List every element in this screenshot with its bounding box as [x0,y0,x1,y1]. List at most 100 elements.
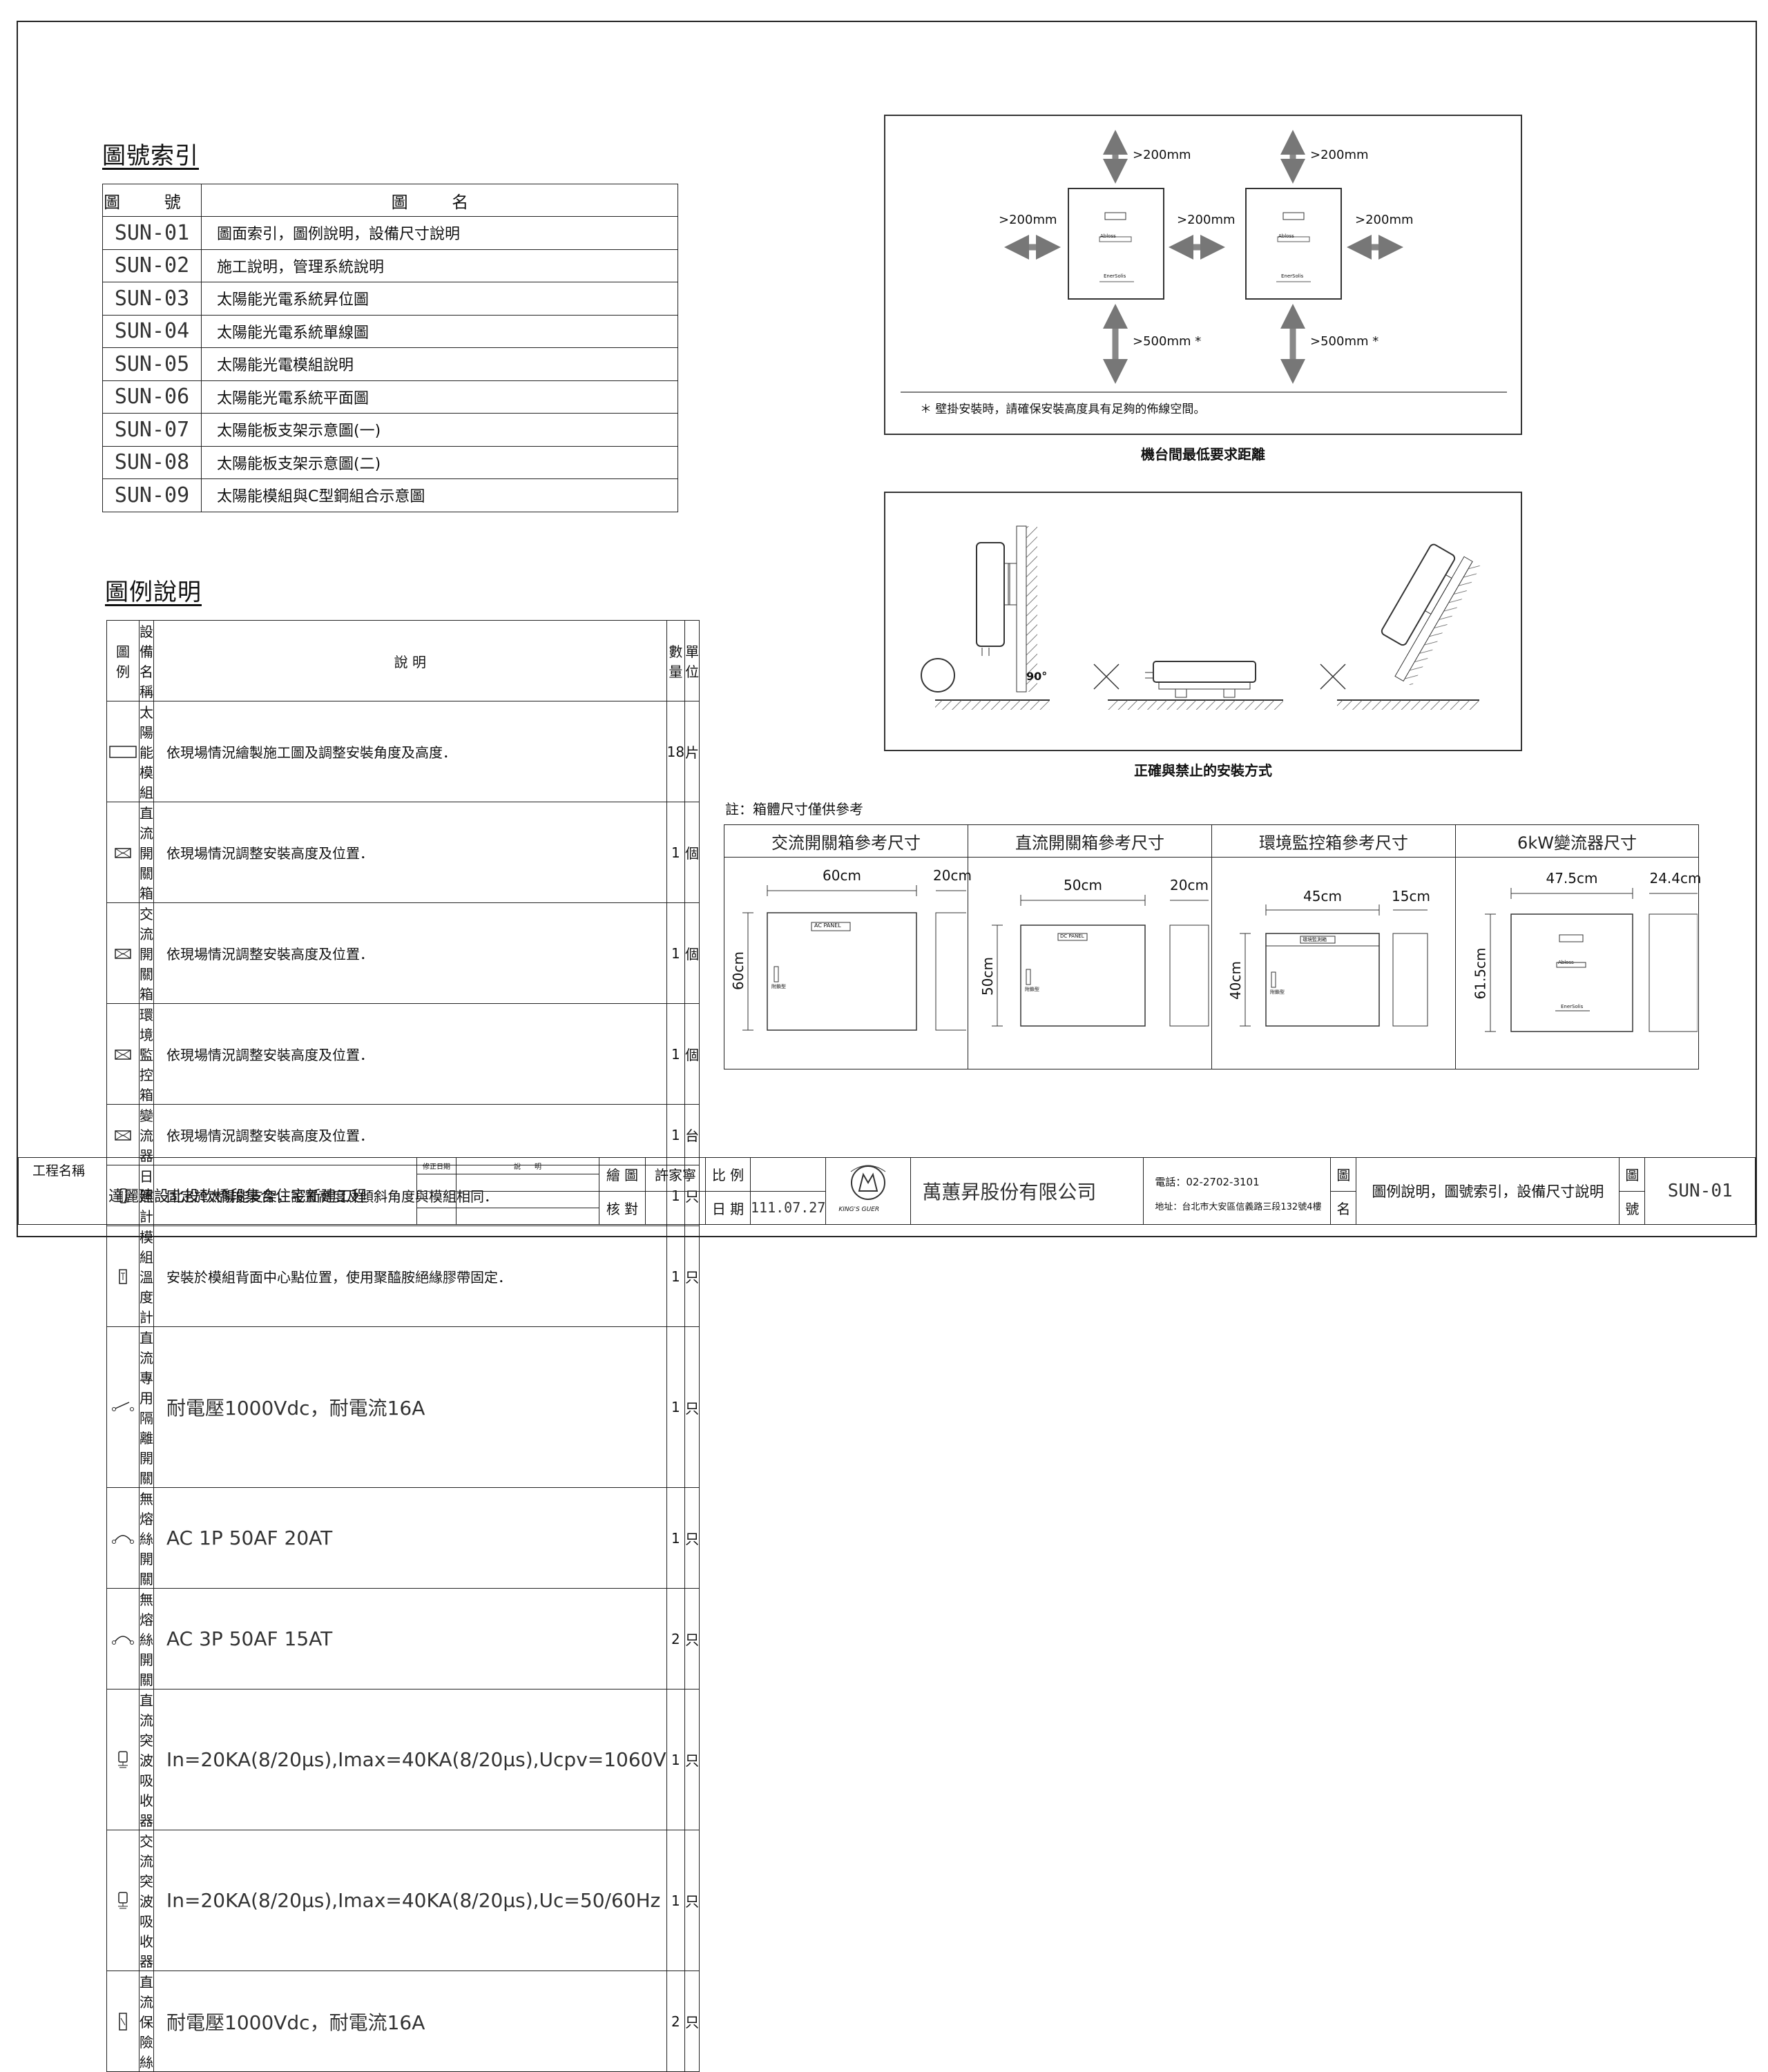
legend-unit: 只 [684,1588,700,1689]
tb-date: 111.07.27 [749,1190,827,1225]
clearance-diagram [901,130,1507,393]
legend-unit: 個 [684,802,700,903]
legend-equipment-name: 環境監控箱 [139,1003,154,1105]
legend-description: AC 3P 50AF 15AT [153,1588,667,1689]
legend-quantity: 1 [666,1104,686,1165]
index-header-name: 圖 名 [201,184,678,217]
box-icon [106,902,140,1004]
install-caption: 正確與禁止的安裝方式 [1134,762,1272,779]
tb-project-label: 工程名稱 [32,1163,86,1179]
dc-box-drawing [992,895,1209,1027]
inv-brand: Abloss [1558,960,1574,965]
inverter-unit-2 [1245,188,1342,300]
env-handle: 附鎖型 [1270,989,1285,995]
legend-quantity: 2 [666,1971,686,2072]
legend-unit: 片 [684,701,700,802]
fuse-icon [106,1971,140,2072]
inv-model: EnerSolis [1561,1004,1584,1009]
legend-header-desc: 說 明 [153,620,667,701]
inverter-drawing [1485,888,1698,1032]
index-name: 太陽能光電系統平面圖 [201,380,678,414]
legend-equipment-name: 直流開關箱 [139,802,154,903]
install-correct [921,525,1050,710]
clearance-caption: 機台間最低要求距離 [1141,446,1265,463]
install-panel: 90° [884,492,1522,751]
legend-equipment-name: 直流突波吸收器 [139,1689,154,1830]
legend-unit: 只 [684,1226,700,1327]
install-prohibited-flat [1093,661,1283,710]
clearance-bottom-label-1: >500mm * [1133,334,1202,349]
legend-description: 依現場情況調整安裝高度及位置． [153,902,667,1004]
dc-depth: 20cm [1170,877,1209,893]
env-depth: 15cm [1392,888,1430,904]
legend-title: 圖例說明 [105,579,202,606]
tb-drawing-name: 圖例說明，圖號索引，設備尺寸說明 [1356,1157,1620,1225]
legend-unit: 個 [684,1003,700,1105]
unit2-model: EnerSolis [1281,273,1304,279]
unit1-model: EnerSolis [1104,273,1126,279]
legend-quantity: 1 [666,1003,686,1105]
index-name: 太陽能板支架示意圖(二) [201,445,678,479]
index-header-code: 圖 號 [102,184,202,217]
dimensions-note: 註：箱體尺寸僅供參考 [725,801,863,817]
index-code: SUN-03 [102,282,202,316]
dim-title-env: 環境監控箱參考尺寸 [1211,824,1456,858]
clearance-side-label-1: >200mm [999,213,1057,227]
breaker-icon [106,1588,140,1689]
tb-project-name: 達麗建設北投軟橋段集合住宅新建工程 [108,1188,367,1206]
tb-date-label: 日 期 [705,1190,751,1225]
legend-header-name: 設備名稱 [139,620,154,701]
legend-description: 依現場情況調整安裝高度及位置． [153,1104,667,1165]
index-name: 太陽能光電模組說明 [201,347,678,381]
legend-header-unit: 單位 [684,620,700,701]
index-name: 太陽能光電系統昇位圖 [201,282,678,316]
tb-contact: 電話：02-2702-3101 地址：台北市大安區信義路三段132號4樓 [1143,1157,1332,1225]
dim-cell-ac: 60cm 20cm 60cm AC PANEL 附鎖型 [724,857,972,1069]
legend-header-symbol: 圖 例 [106,620,140,701]
tb-no-label-2: 號 [1619,1190,1646,1225]
index-code: SUN-08 [102,445,202,479]
legend-description: 依現場情況繪製施工圖及調整安裝角度及高度． [153,701,667,802]
tb-logo-text: KING'S GUER [838,1206,880,1213]
dim-cell-dc: 50cm 20cm 50cm DC PANEL 附鎖型 [968,857,1212,1069]
ac-plate: AC PANEL [814,922,841,929]
rect-icon [106,701,140,802]
legend-description: 耐電壓1000Vdc，耐電流16A [153,1971,667,2072]
breaker-icon [106,1487,140,1589]
title-block: 工程名稱 達麗建設北投軟橋段集合住宅新建工程 修正日期 說 明 繪 圖 許家寧 … [18,1156,1756,1226]
env-plate: 環境監測箱 [1303,937,1327,942]
legend-description: In=20KA(8/20μs),Imax=40KA(8/20μs),Ucpv=1… [153,1689,667,1830]
box-icon [106,1104,140,1165]
dc-height: 50cm [979,957,996,996]
inv-depth: 24.4cm [1649,870,1702,887]
legend-quantity: 1 [666,902,686,1004]
dim-title-dc: 直流開關箱參考尺寸 [968,824,1212,858]
index-code: SUN-05 [102,347,202,381]
drawing-frame [17,21,1757,1237]
switch-icon [106,1326,140,1488]
clearance-top-label-2: >200mm [1310,148,1369,162]
env-box-drawing [1240,904,1428,1027]
ac-height: 60cm [729,951,747,990]
index-code: SUN-02 [102,249,202,282]
company-logo-icon [851,1165,886,1200]
ac-depth: 20cm [933,867,972,884]
legend-quantity: 1 [666,1326,686,1488]
ac-box-drawing [742,885,966,1031]
ac-width: 60cm [823,867,861,884]
env-height: 40cm [1227,961,1244,1000]
spd-icon [106,1830,140,1971]
legend-table: 圖 例 設備名稱 說 明 數量 單位 太陽能模組依現場情況繪製施工圖及調整安裝角… [106,620,700,2072]
legend-quantity: 1 [666,1689,686,1830]
